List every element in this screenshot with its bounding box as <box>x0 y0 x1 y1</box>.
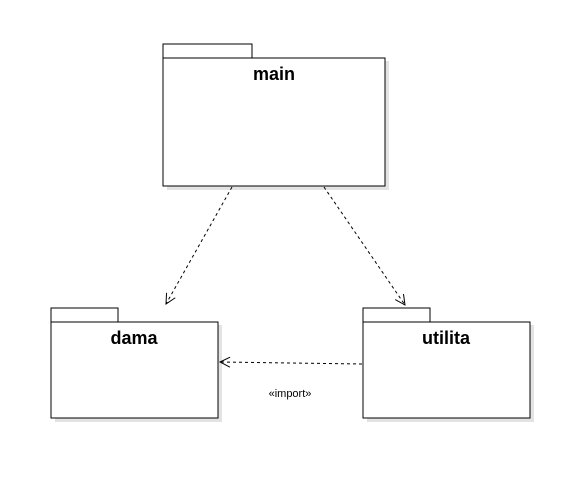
package-dama-label: dama <box>110 328 158 348</box>
package-dama[interactable]: dama <box>50 307 222 422</box>
dependency-utilita-to-dama[interactable] <box>220 362 363 364</box>
package-main-body <box>162 57 386 187</box>
package-utilita[interactable]: utilita <box>362 307 534 422</box>
dependency-main-to-dama[interactable] <box>166 186 233 304</box>
package-utilita-body <box>362 321 531 419</box>
package-main-label: main <box>253 64 295 84</box>
package-main[interactable]: main <box>162 43 389 190</box>
package-utilita-label: utilita <box>422 328 471 348</box>
package-main-tab <box>162 43 253 59</box>
import-stereotype-label: «import» <box>269 388 312 400</box>
package-utilita-tab <box>362 307 431 323</box>
dependency-main-to-utilita[interactable] <box>323 186 405 305</box>
package-dama-body <box>50 321 219 419</box>
package-dama-tab <box>50 307 119 323</box>
